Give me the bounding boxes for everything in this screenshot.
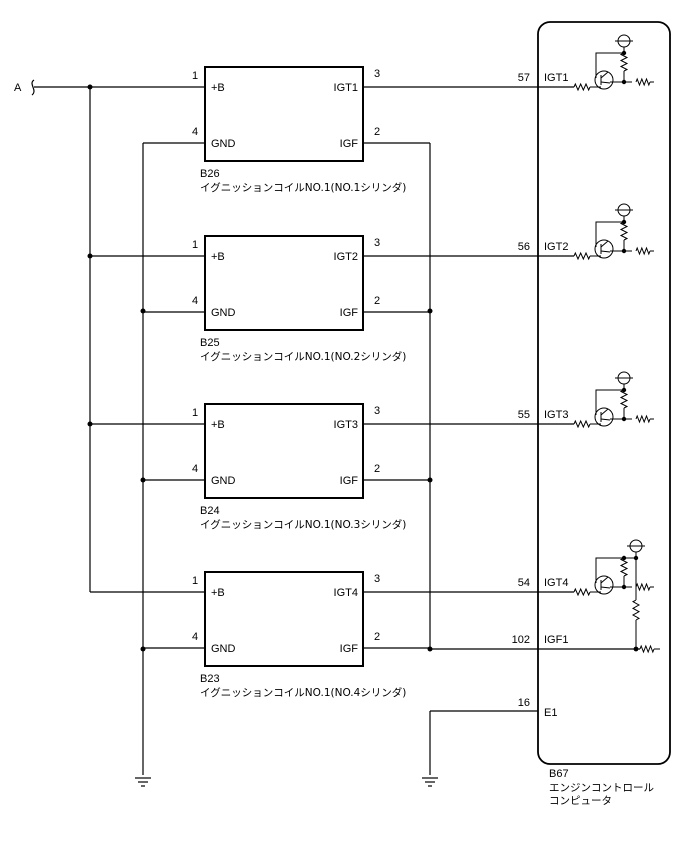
junction-dot — [140, 308, 146, 314]
terminal-label: +B — [211, 419, 225, 431]
resistor-icon — [573, 419, 591, 429]
pin-number: 4 — [192, 631, 198, 643]
pin-number: 2 — [374, 631, 380, 643]
pin-number: 4 — [192, 126, 198, 138]
igt-driver-circuit — [573, 539, 660, 654]
pin-number: 1 — [192, 575, 198, 587]
pin-number: 2 — [374, 126, 380, 138]
junction-dot — [87, 84, 93, 90]
coil-id: B24 — [200, 505, 220, 517]
junction-dot — [140, 646, 146, 652]
ecu-pin-number: 56 — [518, 241, 530, 253]
pin-number: 2 — [374, 463, 380, 475]
terminal-label: IGT3 — [334, 419, 358, 431]
ground-icon — [135, 777, 151, 787]
pin-number: 3 — [374, 573, 380, 585]
ecu-terminal-label: E1 — [544, 707, 557, 719]
resistor-icon — [619, 52, 629, 72]
transistor-icon — [594, 407, 614, 427]
coil-id: B23 — [200, 673, 220, 685]
pin-number: 1 — [192, 239, 198, 251]
ecu-box — [537, 21, 671, 765]
resistor-icon — [573, 251, 591, 261]
igt-driver-circuit — [573, 203, 654, 261]
coil-name: イグニッションコイルNO.1(NO.1シリンダ) — [200, 181, 406, 194]
coil-name: イグニッションコイルNO.1(NO.4シリンダ) — [200, 686, 406, 699]
terminal-label: GND — [211, 643, 236, 655]
terminal-label: GND — [211, 138, 236, 150]
resistor-icon — [635, 582, 651, 592]
terminal-label: IGF — [340, 475, 359, 487]
resistor-icon — [635, 414, 651, 424]
pin-number: 2 — [374, 295, 380, 307]
resistor-icon — [619, 389, 629, 409]
pin-number: 1 — [192, 70, 198, 82]
transistor-icon — [594, 575, 614, 595]
igt-driver-circuit — [573, 34, 654, 92]
igt-driver-circuit — [573, 371, 654, 429]
coil-name: イグニッションコイルNO.1(NO.3シリンダ) — [200, 518, 406, 531]
pin-number: 3 — [374, 237, 380, 249]
pin-number: 4 — [192, 295, 198, 307]
resistor-icon — [631, 599, 641, 621]
terminal-label: IGT1 — [334, 82, 358, 94]
resistor-icon — [619, 221, 629, 241]
transistor-icon — [594, 70, 614, 90]
ground-icon — [422, 777, 438, 787]
coil-box — [204, 235, 364, 331]
resistor-icon — [635, 77, 651, 87]
terminal-label: +B — [211, 251, 225, 263]
resistor-icon — [639, 644, 655, 654]
junction-dot — [427, 308, 433, 314]
pin-number: 3 — [374, 68, 380, 80]
ecu-terminal-label: IGF1 — [544, 634, 568, 646]
terminal-label: GND — [211, 475, 236, 487]
transistor-icon — [594, 239, 614, 259]
pin-number: 1 — [192, 407, 198, 419]
resistor-icon — [635, 246, 651, 256]
resistor-icon — [619, 557, 629, 577]
input-label: A — [14, 82, 22, 94]
coil-id: B26 — [200, 168, 220, 180]
coil-box — [204, 66, 364, 162]
ecu-pin-number: 55 — [518, 409, 530, 421]
terminal-label: IGF — [340, 643, 359, 655]
terminal-label: IGT2 — [334, 251, 358, 263]
ecu-name-line2: コンピュータ — [549, 795, 612, 807]
ecu-id: B67 — [549, 768, 569, 780]
ecu-pin-number: 102 — [512, 634, 530, 646]
terminal-label: IGT4 — [334, 587, 358, 599]
ecu-terminal-label: IGT4 — [544, 577, 568, 589]
terminal-label: IGF — [340, 138, 359, 150]
coil-box — [204, 403, 364, 499]
ecu-pin-number: 54 — [518, 577, 530, 589]
ecu-pin-number: 57 — [518, 72, 530, 84]
ecu-terminal-label: IGT1 — [544, 72, 568, 84]
terminal-label: +B — [211, 587, 225, 599]
pin-number: 4 — [192, 463, 198, 475]
coil-id: B25 — [200, 337, 220, 349]
terminal-label: +B — [211, 82, 225, 94]
ecu-terminal-label: IGT2 — [544, 241, 568, 253]
coil-name: イグニッションコイルNO.1(NO.2シリンダ) — [200, 350, 406, 363]
wire-break-icon — [31, 79, 35, 96]
ecu-name-line1: エンジンコントロール — [549, 782, 654, 794]
pin-number: 3 — [374, 405, 380, 417]
terminal-label: GND — [211, 307, 236, 319]
ecu-terminal-label: IGT3 — [544, 409, 568, 421]
ecu-pin-number: 16 — [518, 697, 530, 709]
resistor-icon — [573, 587, 591, 597]
coil-box — [204, 571, 364, 667]
resistor-icon — [573, 82, 591, 92]
terminal-label: IGF — [340, 307, 359, 319]
